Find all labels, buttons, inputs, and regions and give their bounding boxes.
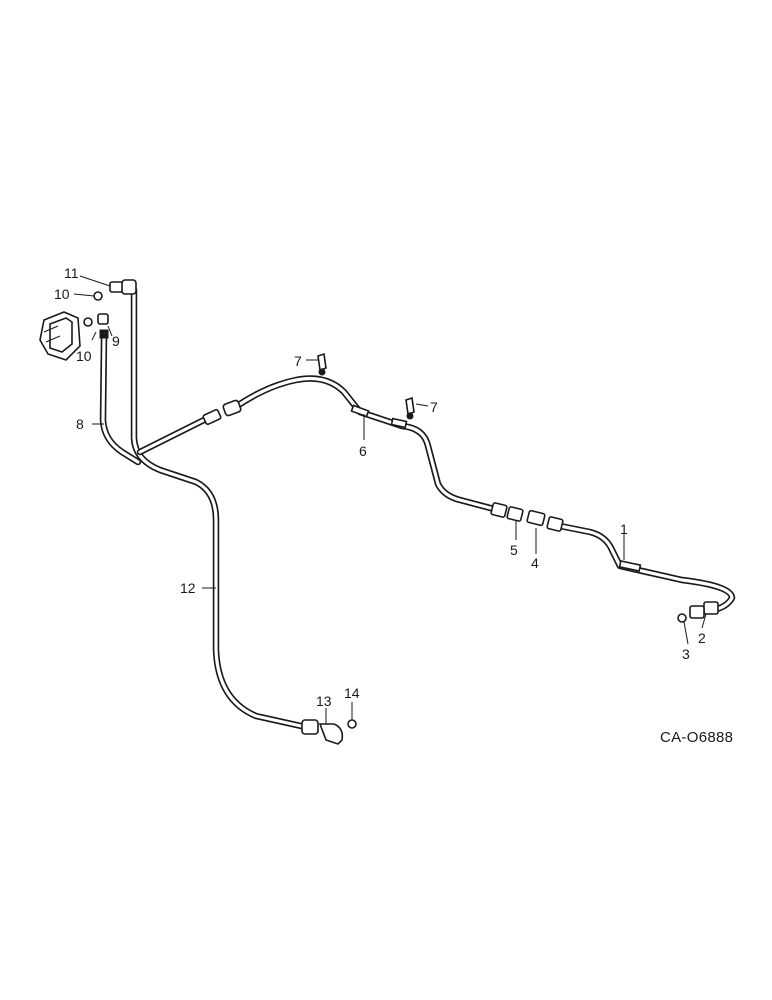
callout-14: 14: [344, 685, 360, 701]
reference-code: CA-O6888: [660, 729, 733, 746]
line-8: [99, 334, 142, 466]
callout-7-upper: 7: [294, 353, 302, 369]
callout-8: 8: [76, 416, 84, 432]
line-12: [130, 286, 314, 732]
callout-12: 12: [180, 580, 196, 596]
callout-9: 9: [112, 333, 120, 349]
callout-2: 2: [698, 630, 706, 646]
callout-7-lower: 7: [430, 399, 438, 415]
callout-13: 13: [316, 693, 332, 709]
callout-10-upper: 10: [54, 286, 70, 302]
callout-1: 1: [620, 521, 628, 537]
callout-10-lower: 10: [76, 348, 92, 364]
fittings: [83, 279, 719, 745]
line-1: [556, 522, 736, 614]
valve-block: [39, 311, 81, 361]
callout-labels: 1 2 3 4 5 6 7 7 8 9 10 10 11 12 13 14: [54, 265, 706, 709]
callout-4: 4: [531, 555, 539, 571]
line-6: [136, 375, 502, 514]
callout-11: 11: [64, 265, 79, 281]
callout-6: 6: [359, 443, 367, 459]
leader-lines: [73, 275, 707, 724]
callout-3: 3: [682, 646, 690, 662]
callout-5: 5: [510, 542, 518, 558]
